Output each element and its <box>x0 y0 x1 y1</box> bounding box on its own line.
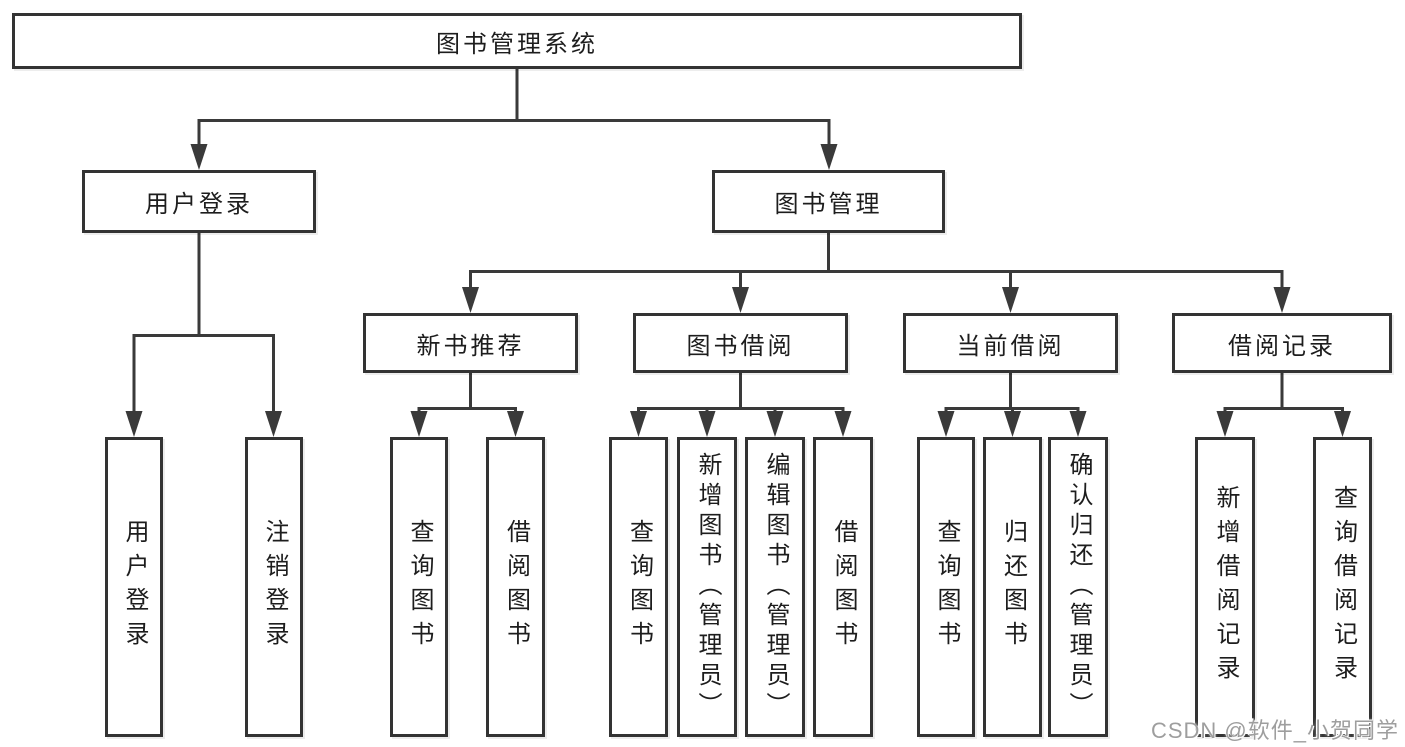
leaf-confirm-return-admin-label: 确认归还（管理员） <box>1065 452 1092 722</box>
leaf-user-login-label: 用户登录 <box>121 519 148 655</box>
leaf-logout: 注销登录 <box>245 437 303 737</box>
node-user-login: 用户登录 <box>82 170 316 233</box>
leaf-edit-books-admin: 编辑图书（管理员） <box>745 437 805 737</box>
leaf-edit-books-admin-label: 编辑图书（管理员） <box>762 452 789 722</box>
leaf-add-borrow-record-label: 新增借阅记录 <box>1212 485 1239 689</box>
node-new-book-recommend-label: 新书推荐 <box>416 332 525 360</box>
leaf-confirm-return-admin: 确认归还（管理员） <box>1048 437 1108 737</box>
leaf-return-books: 归还图书 <box>983 437 1042 737</box>
csdn-watermark: CSDN @软件_小贺同学 <box>1150 718 1399 743</box>
leaf-add-books-admin-label: 新增图书（管理员） <box>694 452 721 722</box>
node-book-management-label: 图书管理 <box>774 191 883 218</box>
leaf-borrow-books: 借阅图书 <box>813 437 873 737</box>
leaf-query-books-borrowing: 查询图书 <box>609 437 668 737</box>
node-current-borrowing-label: 当前借阅 <box>956 332 1065 360</box>
leaf-query-borrow-record: 查询借阅记录 <box>1313 437 1372 737</box>
leaf-query-books-recommend: 查询图书 <box>390 437 448 737</box>
leaf-query-books-current: 查询图书 <box>917 437 975 737</box>
leaf-query-books-current-label: 查询图书 <box>933 519 960 655</box>
leaf-query-borrow-record-label: 查询借阅记录 <box>1329 485 1357 689</box>
node-user-login-label: 用户登录 <box>145 191 253 218</box>
node-root-library-system: 图书管理系统 <box>12 13 1022 69</box>
node-book-borrowing-label: 图书借阅 <box>686 332 795 360</box>
leaf-query-books-recommend-label: 查询图书 <box>406 519 433 655</box>
node-current-borrowing: 当前借阅 <box>903 313 1118 373</box>
node-book-borrowing: 图书借阅 <box>633 313 848 373</box>
node-borrowing-records-label: 借阅记录 <box>1228 332 1336 360</box>
leaf-add-books-admin: 新增图书（管理员） <box>677 437 737 737</box>
leaf-user-login: 用户登录 <box>105 437 163 737</box>
leaf-borrow-books-label: 借阅图书 <box>830 519 857 655</box>
leaf-query-books-borrowing-label: 查询图书 <box>625 519 653 655</box>
leaf-add-borrow-record: 新增借阅记录 <box>1195 437 1255 737</box>
leaf-borrow-books-recommend-label: 借阅图书 <box>502 519 530 655</box>
leaf-return-books-label: 归还图书 <box>999 519 1027 655</box>
node-book-management: 图书管理 <box>712 170 945 233</box>
node-borrowing-records: 借阅记录 <box>1172 313 1392 373</box>
node-root-label: 图书管理系统 <box>436 30 598 58</box>
leaf-borrow-books-recommend: 借阅图书 <box>486 437 545 737</box>
node-new-book-recommend: 新书推荐 <box>363 313 578 373</box>
leaf-logout-label: 注销登录 <box>261 519 288 655</box>
